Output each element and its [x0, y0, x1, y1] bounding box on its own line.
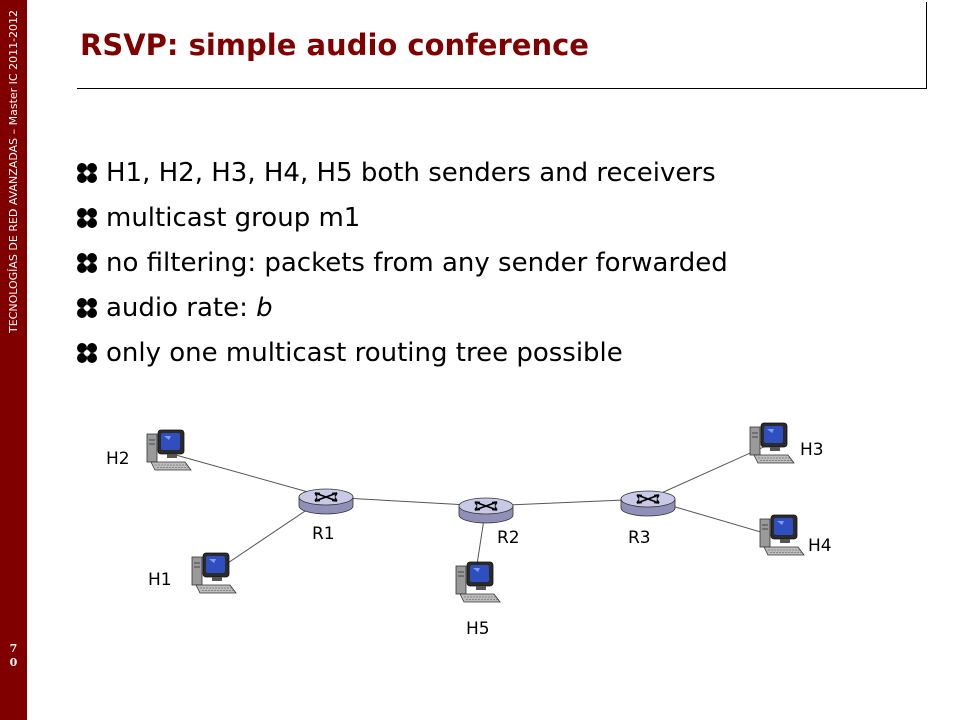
title-frame-right	[926, 2, 927, 89]
bullet-item: no filtering: packets from any sender fo…	[76, 240, 728, 285]
host-h1-computer-icon	[191, 552, 237, 594]
link-h2-r1	[164, 451, 327, 498]
bullet-text: no filtering: packets from any sender fo…	[106, 247, 728, 278]
bullet-text: only one multicast routing tree possible	[106, 337, 623, 368]
sidebar-band: TECNOLOGÍAS DE RED AVANZADAS – Master IC…	[0, 0, 27, 720]
host-h2-computer-icon	[146, 429, 192, 471]
label-r3: R3	[628, 528, 651, 548]
label-r1: R1	[312, 524, 335, 544]
fleuron-bullet-icon	[77, 342, 97, 363]
slide-title: RSVP: simple audio conference	[80, 28, 589, 62]
bullet-text: audio rate:	[106, 292, 257, 323]
nodes-layer	[146, 422, 805, 603]
label-h4: H4	[808, 536, 832, 556]
bullet-text-italic: b	[256, 292, 273, 323]
page-number-digit-1: 7	[9, 642, 18, 655]
bullet-item: audio rate: b	[76, 285, 728, 330]
fleuron-bullet-icon	[77, 297, 97, 318]
bullet-text: multicast group m1	[106, 202, 361, 233]
router-r2	[458, 497, 514, 524]
host-h5-computer-icon	[455, 561, 501, 603]
bullet-item: H1, H2, H3, H4, H5 both senders and rece…	[76, 150, 728, 195]
router-r3	[620, 490, 676, 517]
page-number-digit-2: 0	[9, 656, 18, 669]
bullet-item: multicast group m1	[76, 195, 728, 240]
bullet-list: H1, H2, H3, H4, H5 both senders and rece…	[76, 150, 728, 375]
host-h3-computer-icon	[749, 422, 795, 464]
host-h4-computer-icon	[759, 514, 805, 556]
link-r3-h3	[647, 444, 769, 500]
label-r2: R2	[497, 528, 520, 548]
router-r1	[298, 488, 354, 515]
label-h1: H1	[148, 570, 172, 590]
label-h3: H3	[800, 440, 824, 460]
label-h5: H5	[466, 619, 490, 639]
label-h2: H2	[106, 449, 130, 469]
fleuron-bullet-icon	[77, 252, 97, 273]
fleuron-bullet-icon	[77, 207, 97, 228]
page-number: 7 0	[0, 642, 27, 670]
fleuron-bullet-icon	[77, 162, 97, 183]
bullet-text: H1, H2, H3, H4, H5 both senders and rece…	[106, 157, 716, 188]
bullet-item: only one multicast routing tree possible	[76, 330, 728, 375]
title-underline	[77, 88, 927, 89]
